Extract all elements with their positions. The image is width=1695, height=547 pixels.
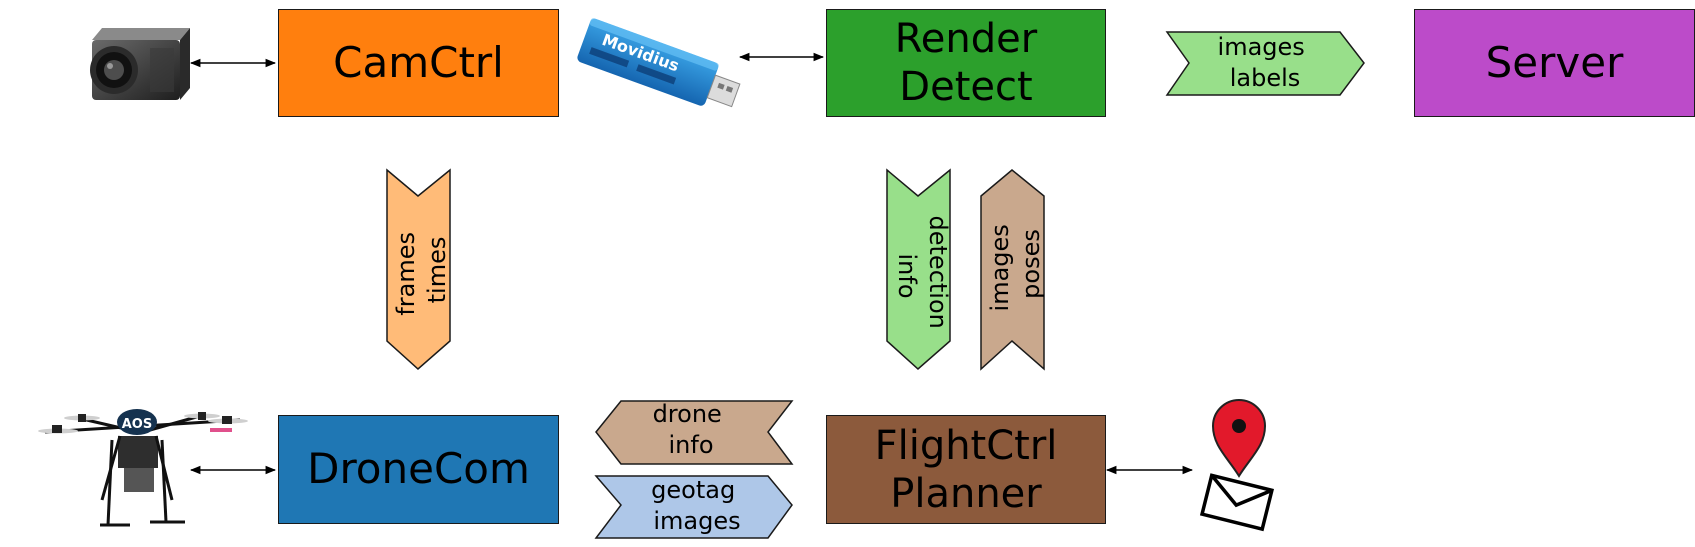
detection-info-line2: info (893, 253, 921, 298)
drone-info-line1: drone (653, 400, 722, 428)
images-labels-message (1165, 31, 1365, 96)
images-labels-line2: labels (1230, 64, 1301, 92)
drone-info-line2: info (668, 431, 713, 459)
images-poses-line1: images (986, 224, 1014, 311)
camctrl-label: CamCtrl (333, 37, 504, 87)
camctrl-module: CamCtrl (278, 9, 559, 117)
flightctrl-planner-module: FlightCtrl Planner (826, 415, 1106, 524)
frames-times-line1: frames (392, 232, 420, 316)
svg-text:detection info: detection info (893, 216, 952, 337)
svg-text:drone info: drone info (653, 400, 730, 459)
svg-text:geotag images: geotag images (651, 476, 743, 535)
render-detect-line2: Detect (899, 64, 1033, 110)
svg-text:images labels: images labels (1218, 33, 1313, 92)
render-detect-line1: Render (894, 16, 1038, 62)
svg-text:images poses: images poses (986, 217, 1045, 312)
map-pin-icon (1211, 399, 1267, 478)
envelope-icon (1199, 473, 1275, 532)
dronecom-label: DroneCom (307, 444, 530, 494)
server-module: Server (1414, 9, 1695, 117)
frames-times-message (386, 168, 451, 371)
camera-icon (90, 28, 190, 100)
images-labels-line1: images (1218, 33, 1305, 61)
detection-info-message (886, 168, 951, 371)
server-label: Server (1485, 37, 1624, 87)
frames-times-line2: times (423, 237, 451, 304)
geotag-images-line2: images (653, 507, 740, 535)
flightctrl-line2: Planner (890, 470, 1042, 517)
flightctrl-line1: FlightCtrl (874, 422, 1058, 469)
drone-info-message (595, 400, 794, 465)
geotag-images-line1: geotag (651, 476, 735, 504)
drone-icon: AOS (38, 409, 248, 527)
geotag-images-message (594, 475, 793, 539)
render-detect-module: Render Detect (826, 9, 1106, 117)
detection-info-line1: detection (924, 216, 952, 329)
usb-stick-icon: Movidius (577, 18, 741, 108)
drone-badge-text: AOS (122, 417, 152, 432)
images-poses-line2: poses (1017, 229, 1045, 299)
dronecom-module: DroneCom (278, 415, 559, 524)
svg-text:frames times: frames times (392, 224, 451, 315)
images-poses-message (980, 169, 1045, 371)
